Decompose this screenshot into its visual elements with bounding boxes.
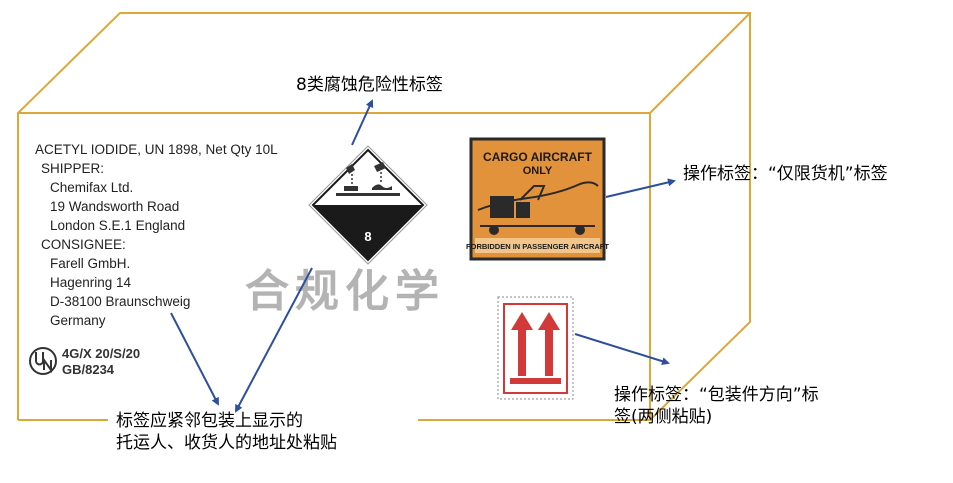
un-spec-line-2: GB/8234 [62, 362, 115, 377]
label-line-consignee-street: Hagenring 14 [50, 275, 132, 290]
label-line-shipper-heading: SHIPPER: [41, 161, 105, 176]
callout-placement-instruction: 标签应紧邻包装上显示的 托运人、收货人的地址处粘贴 [116, 410, 337, 454]
label-line-shipper-name: Chemifax Ltd. [50, 180, 134, 195]
callout-placement-line-2: 托运人、收货人的地址处粘贴 [116, 433, 337, 453]
box-side-top-edge [649, 12, 751, 114]
label-line-consignee-heading: CONSIGNEE: [41, 237, 126, 252]
un-spec-line-1: 4G/X 20/S/20 [62, 346, 141, 361]
callout-orientation-line-2: 签(两侧粘贴) [614, 407, 713, 427]
label-line-shipper-street: 19 Wandsworth Road [50, 199, 180, 214]
callout-orientation-label: 操作标签：“包装件方向”标 签(两侧粘贴) [614, 384, 819, 428]
callout-cargo-only-label: 操作标签：“仅限货机”标签 [683, 164, 888, 184]
label-line-shipper-city: London S.E.1 England [50, 218, 186, 233]
label-line-consignee-city: D-38100 Braunschweig [50, 294, 191, 309]
label-line-consignee-country: Germany [50, 313, 106, 328]
watermark: 合规化学 [245, 266, 445, 317]
label-line-consignee-name: Farell GmbH. [50, 256, 131, 271]
shipping-label: ACETYL IODIDE, UN 1898, Net Qty 10L SHIP… [35, 140, 278, 330]
un-spec-mark: 4G/X 20/S/20 GB/8234 [62, 346, 140, 378]
callout-class8-label: 8类腐蚀危险性标签 [296, 75, 443, 95]
label-line-substance: ACETYL IODIDE, UN 1898, Net Qty 10L [35, 142, 278, 157]
callout-placement-line-1: 标签应紧邻包装上显示的 [116, 411, 303, 431]
callout-orientation-line-1: 操作标签：“包装件方向”标 [614, 385, 819, 405]
